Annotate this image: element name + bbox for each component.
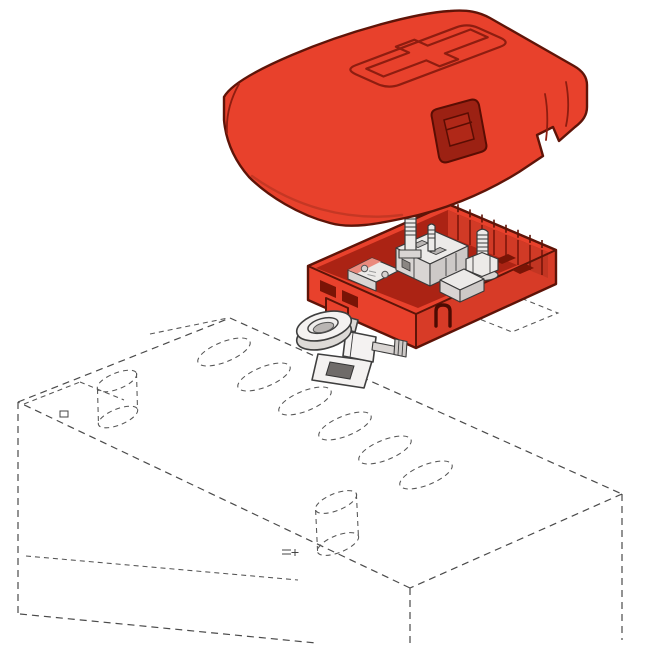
- relay-right-face: [459, 278, 485, 303]
- fuse-box-rim: [307, 203, 557, 315]
- battery-cell-cap: [197, 337, 251, 367]
- midi-fuse-marking: [367, 270, 377, 277]
- battery-detail-lines: [23, 296, 560, 581]
- terminal-stud-threads: [477, 234, 488, 256]
- post-side-lines: [315, 493, 359, 553]
- terminal-stud-nut: [465, 228, 499, 282]
- clamp-bolt-head-facets: [397, 339, 404, 357]
- terminal-clamp-group: [295, 310, 408, 389]
- fuse-block-face-lines: [413, 253, 457, 278]
- cover-body: [222, 9, 589, 227]
- cover-bottom-shadow: [250, 174, 404, 218]
- stud-threads: [405, 218, 416, 236]
- battery-cell-caps: [197, 337, 453, 490]
- clamp-jaw-split: [349, 332, 354, 359]
- cover-left-crease: [225, 83, 240, 134]
- battery-cell-cap: [278, 386, 332, 416]
- cover-clip-window: [430, 98, 488, 164]
- terminal-stud-shaft: [476, 228, 489, 261]
- battery-cell-cap: [358, 435, 412, 465]
- plus-symbol: +: [349, 24, 507, 88]
- stud-pin-threads: [428, 229, 435, 239]
- clip-window-latch: [443, 112, 475, 147]
- stud-pin: [427, 223, 436, 252]
- plus-emblem-cross: [365, 28, 489, 78]
- floor-slots: [494, 254, 534, 274]
- clamp-jaw: [342, 330, 377, 363]
- polarity-mark-right: [282, 549, 299, 556]
- polarity-mark-left: [59, 410, 69, 418]
- post-bottom-ellipse: [316, 532, 360, 556]
- fuse-box-group: [306, 202, 558, 350]
- front-wall-slots: [320, 280, 358, 308]
- post-top-ellipse: [314, 490, 358, 514]
- clamp-post-hole-depth: [312, 321, 335, 334]
- clamp-flange-hole: [325, 361, 355, 380]
- stud-collar: [398, 249, 422, 259]
- rim-rib-ticks: [457, 204, 543, 248]
- battery-cell-cap: [237, 362, 291, 392]
- post-top-ellipse: [96, 369, 138, 393]
- midi-fuse-bolt: [381, 270, 389, 279]
- plus-emblem-frame: [349, 24, 507, 88]
- clip-window-bar: [445, 121, 473, 131]
- retainer-clip: [434, 303, 452, 328]
- relay-cube: [439, 268, 485, 303]
- cover-right-ridges: [544, 81, 570, 141]
- cover-group: +: [222, 9, 589, 227]
- battery-cell-cap: [399, 460, 453, 490]
- battery-outer-edges: [17, 317, 623, 645]
- hex-nut-facets: [472, 256, 491, 273]
- post-bottom-ellipse: [97, 405, 139, 429]
- battery-post-left: [96, 369, 139, 429]
- battery-polarity-marks: [59, 410, 299, 556]
- battery-cell-cap: [318, 411, 372, 441]
- fuse-box-inner-wall: [448, 210, 548, 278]
- fuse-block-hole: [401, 258, 411, 272]
- clamp-bolt-head: [393, 338, 408, 358]
- post-side-lines: [96, 372, 139, 426]
- battery-post-right: [314, 490, 360, 556]
- battery-outline-group: [17, 296, 623, 645]
- midi-fuse-bolt: [360, 264, 369, 273]
